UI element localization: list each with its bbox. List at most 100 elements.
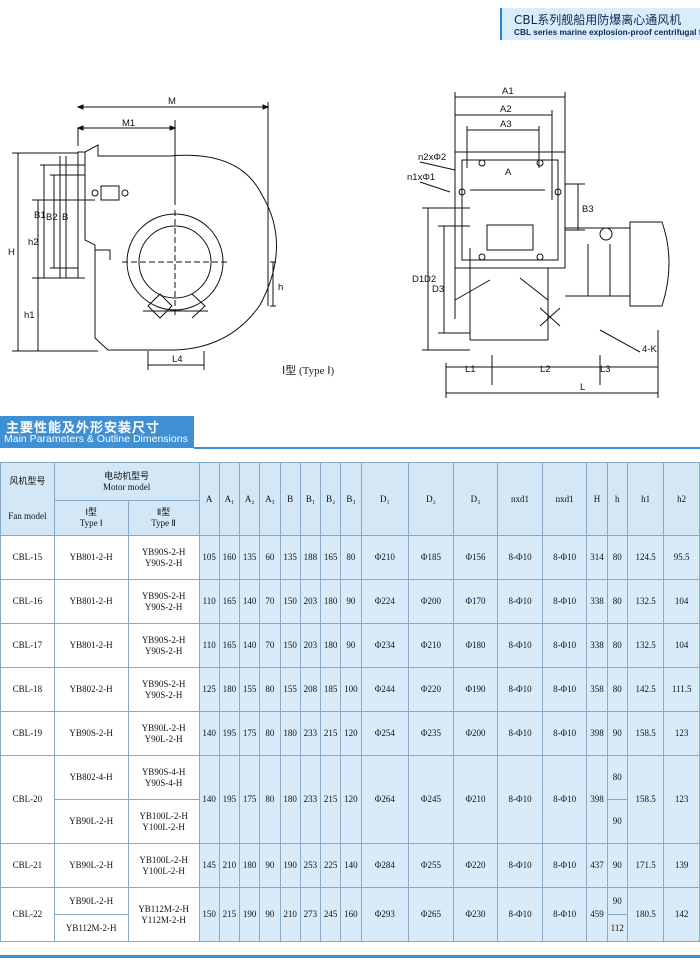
type1-motor-cell: YB112M-2-H (53, 914, 129, 942)
dim-cell: 155 (279, 667, 301, 712)
header-title-en: CBL series marine explosion-proof centri… (514, 27, 700, 37)
dim-cell: 203 (299, 623, 322, 668)
dim-L4: L4 (172, 354, 183, 365)
dim-cell: 80 (606, 579, 628, 624)
dim-B1: B1 (34, 210, 46, 221)
dim-cell: 215 (320, 711, 342, 756)
col-B2: B₂ (320, 462, 342, 536)
dim-cell: 90 (340, 623, 362, 668)
dim-cell: Φ234 (360, 623, 410, 668)
dim-cell: 8-Φ10 (541, 535, 588, 580)
dim-cell: 8-Φ10 (497, 667, 543, 712)
dim-cell: Φ190 (452, 667, 499, 712)
dim-cell: 225 (320, 843, 342, 888)
type1-motor-cell: YB801-2-H (53, 579, 129, 624)
dim-cell: 125 (198, 667, 220, 712)
col-D3: D₃ (452, 462, 499, 536)
dim-cell: 8-Φ10 (541, 887, 588, 942)
dim-cell: 190 (239, 887, 261, 942)
dim-n1xd1: n1xΦ1 (407, 172, 435, 183)
col-D2: D₂ (408, 462, 454, 536)
dim-cell: 338 (586, 623, 608, 668)
col-h2: h2 (663, 462, 700, 536)
fan-front-frame (454, 151, 566, 269)
type1-motor-cell: YB801-2-H (53, 535, 129, 580)
dim-cell: 80 (606, 755, 628, 800)
header-box (500, 8, 700, 40)
dim-cell: 210 (218, 843, 241, 888)
dim-cell: Φ210 (360, 535, 410, 580)
section-title: 主要性能及外形安装尺寸 Main Parameters & Outline Di… (0, 416, 194, 448)
dim-cell: Φ284 (360, 843, 410, 888)
dim-cell: 314 (586, 535, 608, 580)
dim-cell: 180.5 (626, 887, 665, 942)
bottom-rule (0, 955, 700, 958)
col-H: H (586, 462, 608, 536)
dim-cell: 160 (218, 535, 241, 580)
dim-cell: Φ293 (360, 887, 410, 942)
dim-cell: Φ220 (408, 667, 454, 712)
dim-cell: 195 (218, 711, 241, 756)
col-h1: h1 (626, 462, 665, 536)
dim-cell: 180 (279, 711, 301, 756)
dim-cell: 90 (606, 799, 628, 844)
dim-cell: 158.5 (626, 711, 665, 756)
dim-cell: 8-Φ10 (497, 535, 543, 580)
dim-D1: D1 (412, 274, 424, 285)
dim-cell: 203 (299, 579, 322, 624)
dim-cell: 112 (606, 914, 628, 942)
dim-cell: Φ210 (452, 755, 499, 844)
dim-cell: 190 (279, 843, 301, 888)
fan-volute-outline (84, 144, 277, 351)
dim-cell: 165 (218, 579, 241, 624)
dim-cell: 90 (606, 711, 628, 756)
dim-cell: 8-Φ10 (541, 667, 588, 712)
dim-L1: L1 (465, 364, 476, 375)
dim-cell: 150 (198, 887, 220, 942)
dim-cell: 120 (340, 711, 362, 756)
dim-cell: 8-Φ10 (497, 623, 543, 668)
col-h: h (606, 462, 628, 536)
dim-cell: 160 (340, 887, 362, 942)
dim-cell: 165 (320, 535, 342, 580)
dim-cell: 8-Φ10 (497, 755, 543, 844)
dim-cell: 155 (239, 667, 261, 712)
dim-cell: 104 (663, 579, 700, 624)
dim-cell: 110 (198, 579, 220, 624)
page-header: CBL系列舰船用防爆离心通风机 CBL series marine explos… (500, 8, 700, 40)
dim-cell: 70 (259, 579, 281, 624)
dim-cell: 358 (586, 667, 608, 712)
dim-cell: 80 (606, 535, 628, 580)
dim-M: M (168, 96, 176, 107)
col-B1: B₁ (299, 462, 322, 536)
dim-cell: 8-Φ10 (497, 843, 543, 888)
dim-cell: 215 (218, 887, 241, 942)
dim-cell: 60 (259, 535, 281, 580)
dim-cell: 80 (606, 667, 628, 712)
col-A3: A₃ (259, 462, 281, 536)
dim-cell: 8-Φ10 (541, 579, 588, 624)
dim-cell: 90 (259, 887, 281, 942)
type1-motor-cell: YB801-2-H (53, 623, 129, 668)
dim-cell: 135 (279, 535, 301, 580)
dim-cell: 8-Φ10 (497, 579, 543, 624)
type1-motor-cell: YB802-2-H (53, 667, 129, 712)
dim-cell: 80 (259, 711, 281, 756)
dim-B: B (62, 212, 68, 223)
dim-h2: h2 (28, 237, 39, 248)
dim-cell: 188 (299, 535, 322, 580)
col-A2: A₂ (239, 462, 261, 536)
dim-cell: Φ200 (408, 579, 454, 624)
dim-cell: 80 (259, 755, 281, 844)
dim-cell: 142.5 (626, 667, 665, 712)
